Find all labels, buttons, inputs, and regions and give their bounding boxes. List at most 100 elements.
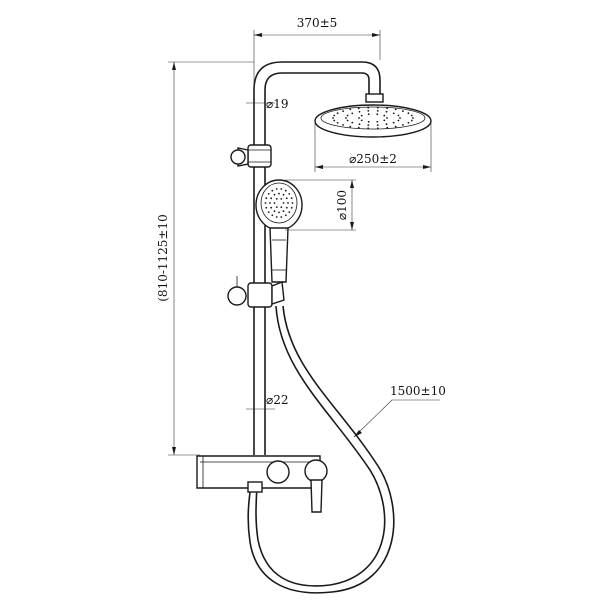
hose: [247, 305, 395, 594]
nozzle-dot: [342, 110, 344, 112]
hand-nozzle-dot: [267, 193, 270, 195]
label-height-range: (810-1125±10: [156, 214, 170, 302]
hand-nozzle-dot: [271, 214, 274, 217]
nozzle-dot: [332, 117, 334, 119]
dim-head-dia: ⌀250±2: [314, 123, 432, 172]
hand-nozzle-dot: [278, 192, 280, 195]
hand-nozzle-dot: [273, 193, 276, 196]
nozzle-dot: [383, 119, 386, 122]
nozzle-dot: [376, 124, 379, 126]
hand-nozzle-dot: [291, 202, 294, 204]
nozzle-dots: [332, 106, 414, 130]
nozzle-dot: [333, 114, 336, 117]
nozzle-dot: [376, 106, 379, 109]
nozzle-dot: [385, 110, 388, 113]
hand-nozzle-dot: [280, 216, 283, 218]
hand-nozzle-dot: [285, 206, 288, 209]
nozzle-dot: [383, 114, 386, 117]
nozzle-dot: [410, 119, 413, 122]
shower-arm: [253, 61, 384, 103]
nozzle-dot: [397, 119, 400, 122]
nozzle-dot: [402, 110, 404, 112]
nozzle-dot: [410, 114, 413, 117]
dim-upper-pipe: ⌀19: [246, 97, 289, 111]
rain-shower-head: [314, 104, 432, 138]
nozzle-dot: [342, 124, 344, 126]
nozzle-dot: [367, 106, 370, 109]
hand-nozzle-dot: [282, 202, 285, 204]
nozzle-dot: [376, 120, 379, 123]
nozzle-dot: [407, 112, 410, 115]
hand-nozzle-dot: [275, 216, 278, 218]
nozzle-dot: [345, 117, 347, 119]
nozzle-dot: [367, 110, 370, 112]
nozzle-dot: [386, 107, 389, 110]
hand-nozzle-dot: [285, 197, 288, 200]
nozzle-dot: [349, 108, 352, 111]
nozzle-dot: [360, 119, 363, 122]
hand-nozzle-dot: [287, 202, 289, 204]
slider-holder: [227, 276, 285, 308]
nozzle-dot: [402, 124, 404, 126]
label-lower-pipe-dia: ⌀22: [266, 393, 289, 407]
nozzle-dot: [376, 110, 379, 112]
nozzle-dot: [367, 113, 370, 116]
nozzle-dot: [386, 126, 389, 129]
nozzle-dot: [357, 126, 360, 129]
hand-nozzle-dots: [264, 188, 294, 218]
hand-nozzle-dot: [270, 206, 273, 209]
label-arm-width: 370±5: [297, 16, 338, 30]
hand-nozzle-dot: [288, 211, 291, 214]
hand-nozzle-dot: [271, 189, 274, 192]
nozzle-dot: [392, 112, 395, 115]
upper-bracket: [230, 144, 272, 168]
dim-hose: 1500±10: [353, 384, 446, 438]
nozzle-dot: [346, 114, 349, 117]
nozzle-dot: [385, 123, 388, 126]
nozzle-dot: [367, 124, 370, 126]
nozzle-dot: [394, 125, 397, 128]
nozzle-dot: [367, 127, 370, 130]
nozzle-dot: [394, 108, 397, 111]
nozzle-dot: [336, 112, 339, 115]
hand-nozzle-dot: [273, 202, 276, 204]
nozzle-dot: [392, 121, 395, 124]
hand-shower: [255, 179, 303, 283]
nozzle-dot: [336, 121, 339, 124]
hand-nozzle-dot: [265, 206, 268, 209]
nozzle-dot: [399, 117, 401, 119]
hand-nozzle-dot: [284, 214, 287, 217]
dim-hand-dia: ⌀100: [285, 179, 356, 231]
label-hand-dia: ⌀100: [335, 190, 349, 220]
hand-nozzle-dot: [275, 206, 278, 209]
nozzle-dot: [333, 119, 336, 122]
nozzle-dot: [397, 114, 400, 117]
hand-nozzle-dot: [284, 189, 287, 192]
label-head-dia: ⌀250±2: [349, 152, 397, 166]
label-hose-length: 1500±10: [390, 384, 446, 398]
nozzle-dot: [386, 117, 388, 119]
nozzle-dot: [351, 112, 354, 115]
nozzle-dot: [360, 114, 363, 117]
nozzle-dot: [349, 125, 352, 128]
hand-nozzle-dot: [275, 198, 278, 200]
hand-nozzle-dot: [264, 202, 267, 204]
mixer-valve: [196, 455, 328, 513]
nozzle-dot: [367, 120, 370, 123]
nozzle-dot: [358, 110, 361, 113]
hand-nozzle-dot: [290, 206, 293, 209]
hand-nozzle-dot: [270, 197, 273, 200]
nozzle-dot: [376, 127, 379, 130]
dim-lower-pipe: ⌀22: [246, 393, 289, 410]
hand-nozzle-dot: [269, 202, 271, 204]
hand-nozzle-dot: [273, 210, 276, 213]
nozzle-dot: [351, 121, 354, 124]
hand-nozzle-dot: [288, 193, 291, 195]
nozzle-dot: [407, 121, 410, 124]
hand-nozzle-dot: [280, 206, 283, 209]
hand-nozzle-dot: [280, 188, 283, 190]
nozzle-dot: [412, 117, 414, 119]
nozzle-dot: [358, 117, 360, 119]
hand-nozzle-dot: [282, 193, 285, 196]
nozzle-dot: [346, 119, 349, 122]
